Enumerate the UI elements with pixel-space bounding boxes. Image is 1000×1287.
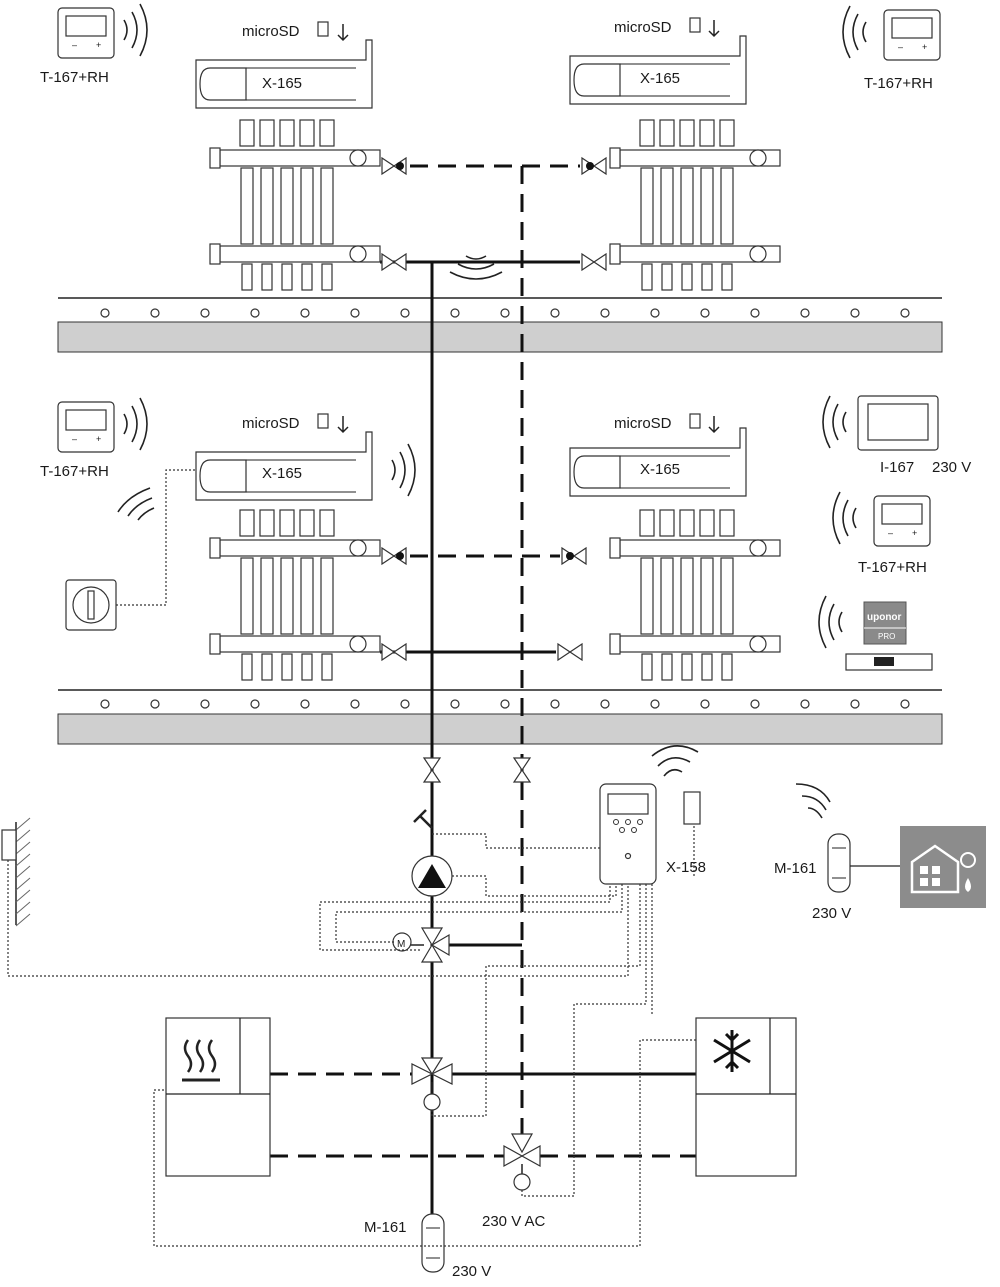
controller-x165-bottom-left: X-165 microSD: [195, 413, 373, 501]
wireless-waves-icon: [391, 443, 416, 497]
controller-x158: X-158: [599, 745, 706, 885]
mixing-valve: M: [392, 927, 450, 963]
module-label: M-161: [364, 1219, 407, 1236]
snowflake-icon: [713, 1030, 751, 1072]
controller-label: X-165: [640, 461, 680, 478]
valve-power-label: 230 V AC: [482, 1213, 546, 1230]
arrow-down-icon: [708, 416, 720, 434]
upper-floor-slab: [57, 297, 943, 353]
module-power-label: 230 V: [812, 905, 851, 922]
wireless-waves-icon: [117, 487, 155, 521]
manifold-top-left: [209, 119, 407, 291]
wireless-waves-icon: [651, 745, 699, 777]
wireless-waves-icon: [449, 255, 503, 280]
manifold-bottom-left: [209, 509, 407, 681]
uponor-gateway: uponor PRO: [818, 595, 933, 671]
microsd-label: microSD: [614, 19, 672, 36]
thermostat-middle-right: T-167+RH: [832, 491, 931, 576]
microsd-label: microSD: [242, 415, 300, 432]
thermostat-label: T-167+RH: [858, 559, 927, 576]
valve-icon: [513, 757, 531, 783]
wireless-waves-icon: [822, 395, 847, 449]
manifold-bottom-right: [557, 509, 781, 681]
manifold-top-right: [581, 119, 781, 291]
house-ventilation-icon: [900, 826, 986, 908]
arrow-down-icon: [337, 416, 349, 434]
brand-label: uponor: [867, 612, 902, 623]
thermostat-top-left: T-167+RH: [40, 3, 148, 86]
thermostat-label: T-167+RH: [40, 69, 109, 86]
supply-riser: [380, 260, 696, 1230]
module-m161-bottom: M-161 230 V: [364, 1213, 491, 1280]
lower-floor-slab: [57, 689, 943, 745]
sd-card-icon: [317, 413, 329, 429]
wireless-waves-icon: [832, 491, 857, 545]
controller-x165-bottom-right: X-165 microSD: [569, 413, 747, 497]
wireless-waves-icon: [123, 397, 148, 451]
module-label: M-161: [774, 860, 817, 877]
valve-icon: [423, 757, 441, 783]
controller-label: X-165: [640, 70, 680, 87]
brand-sub-label: PRO: [878, 632, 895, 641]
arrow-down-icon: [337, 24, 349, 42]
controller-x165-top-right: X-165 microSD: [569, 17, 747, 105]
interface-i167: I-167 230 V: [822, 395, 971, 476]
heat-source: [165, 1017, 271, 1177]
interface-label: I-167: [880, 459, 914, 476]
temperature-sensor: [413, 809, 433, 829]
wireless-waves-icon: [123, 3, 148, 57]
outdoor-sensor: [1, 817, 31, 927]
cooling-source: [695, 1017, 797, 1177]
module-m161-right: M-161 230 V: [774, 783, 900, 922]
wireless-waves-icon: [842, 5, 867, 59]
controller-label: X-165: [262, 75, 302, 92]
sd-card-icon: [689, 17, 701, 33]
room-sensor: [65, 469, 196, 631]
wireless-waves-icon: [795, 783, 831, 819]
diverting-valve-supply: [411, 1057, 453, 1111]
microsd-label: microSD: [614, 415, 672, 432]
base-controller-label: X-158: [666, 859, 706, 876]
controller-label: X-165: [262, 465, 302, 482]
module-power-label: 230 V: [452, 1263, 491, 1280]
heating-icon: [182, 1039, 220, 1082]
controller-x165-top-left: X-165 microSD: [195, 21, 373, 109]
arrow-down-icon: [708, 20, 720, 38]
diverting-valve-return: 230 V AC: [482, 1133, 546, 1230]
wireless-waves-icon: [818, 595, 843, 649]
thermostat-top-right: T-167+RH: [842, 5, 941, 92]
pump-icon: [411, 855, 453, 897]
thermostat-middle-left: T-167+RH: [40, 397, 148, 480]
control-wiring: [7, 824, 696, 1247]
sd-card-icon: [317, 21, 329, 37]
thermostat-label: T-167+RH: [40, 463, 109, 480]
svg-text:M: M: [397, 939, 405, 950]
sd-card-icon: [689, 413, 701, 429]
microsd-label: microSD: [242, 23, 300, 40]
thermostat-label: T-167+RH: [864, 75, 933, 92]
return-riser: [270, 164, 696, 1158]
interface-power-label: 230 V: [932, 459, 971, 476]
